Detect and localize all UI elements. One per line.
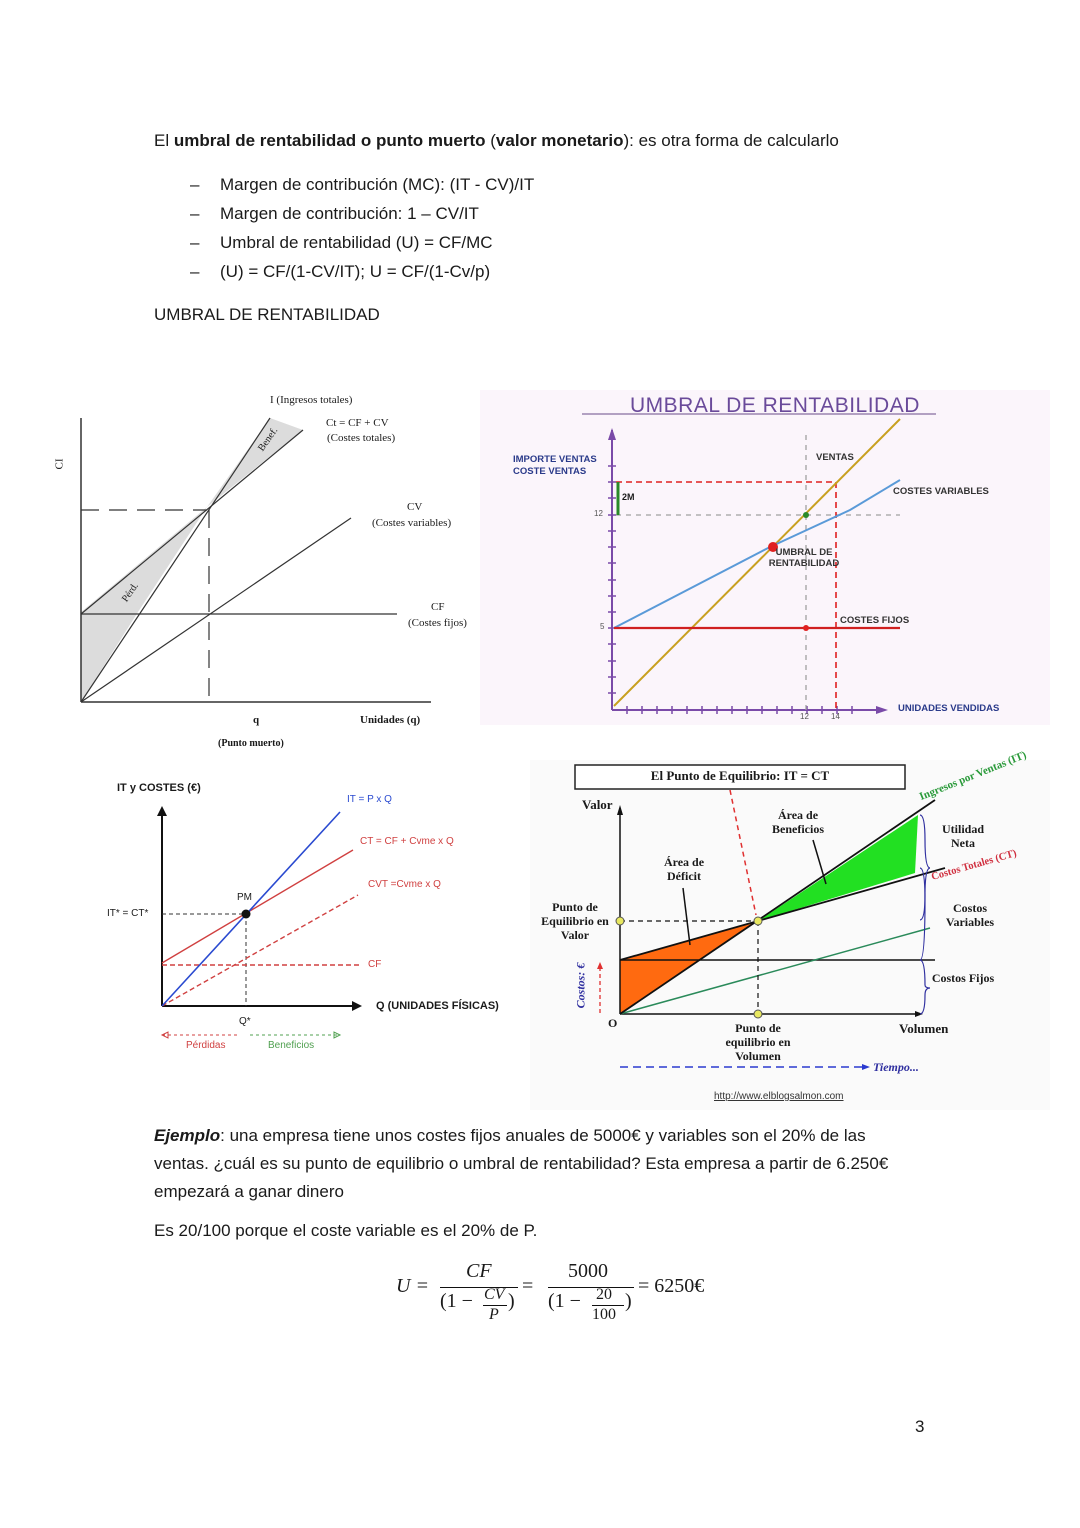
- ct-series-label: CT = CF + Cvme x Q: [360, 836, 454, 847]
- intro-bold-term: umbral de rentabilidad o punto muerto: [173, 131, 486, 150]
- annotation-2m: 2M: [622, 492, 635, 502]
- origin-label: O: [608, 1016, 618, 1030]
- deficit-area-label: Área de Déficit: [663, 855, 705, 883]
- x-axis-label: UNIDADES VENDIDAS: [898, 703, 1000, 714]
- figure-punto-equilibrio: El Punto de Equilibrio: IT = CT Valor In…: [530, 749, 1050, 1110]
- cv-desc: (Costes variables): [372, 517, 452, 529]
- profits-label: Beneficios: [268, 1040, 315, 1051]
- variable-costs-label: Costos Variables: [945, 901, 995, 929]
- y-axis-label: IT y COSTES (€): [117, 782, 201, 794]
- fraction-bar-2b: [592, 1305, 624, 1306]
- cf-series-label: CF: [368, 959, 382, 970]
- formula-result: = 6250€: [638, 1275, 705, 1297]
- total-cost-formula: Ct = CF + CV: [326, 417, 389, 429]
- intro-prefix: El: [154, 131, 174, 150]
- cf-label: CF: [431, 601, 445, 613]
- list-item-text: (U) = CF/(1-CV/IT); U = CF/(1-Cv/p): [220, 262, 491, 281]
- intro-mid: (: [485, 131, 496, 150]
- list-item-text: Margen de contribución (MC): (IT - CV)/I…: [220, 175, 535, 194]
- example-note: Es 20/100 porque el coste variable es el…: [154, 1221, 538, 1240]
- it-ct-label: IT* = CT*: [107, 908, 149, 919]
- pm-label: PM: [237, 892, 252, 903]
- cf-desc: (Costes fijos): [408, 617, 467, 629]
- net-profit-label: Utilidad Neta: [941, 822, 984, 850]
- costes-variables-label: COSTES VARIABLES: [893, 486, 989, 497]
- losses-label: Pérdidas: [186, 1040, 226, 1051]
- dash-bullet: –: [190, 262, 200, 281]
- dash-bullet: –: [190, 233, 200, 252]
- intro-bold-term-2: valor monetario: [495, 131, 624, 150]
- x-axis-label: Q (UNIDADES FÍSICAS): [376, 1000, 499, 1012]
- punto-muerto-label: (Punto muerto): [218, 738, 284, 749]
- formula-den2-b: ): [625, 1290, 632, 1312]
- eq-value-label: Punto de Equilibrio en Valor: [541, 900, 609, 942]
- formula-den1-a: (1 −: [440, 1290, 473, 1312]
- q-star-label: Q*: [239, 1016, 251, 1027]
- intro-paragraph: El umbral de rentabilidad o punto muerto…: [154, 130, 839, 152]
- figure-umbral-rentabilidad: UMBRAL DE RENTABILIDAD IMPORTE VENTAS CO…: [480, 390, 1050, 725]
- x-axis-label: Unidades (q): [360, 714, 421, 726]
- source-link[interactable]: http://www.elblogsalmon.com: [714, 1091, 844, 1102]
- formula-den1-den: P: [489, 1306, 499, 1323]
- formula-den2-num: 20: [596, 1286, 612, 1303]
- formula-eq: =: [522, 1275, 534, 1297]
- intro-suffix: ): es otra forma de calcularlo: [623, 131, 839, 150]
- formula-den2-den: 100: [592, 1306, 616, 1323]
- fixed-costs-label: Costos Fijos: [931, 971, 995, 985]
- time-label: Tiempo...: [873, 1060, 919, 1074]
- chart-title: El Punto de Equilibrio: IT = CT: [650, 768, 830, 783]
- it-series-label: IT = P x Q: [347, 794, 392, 805]
- dash-bullet: –: [190, 175, 200, 194]
- figure-pm-chart: IT y COSTES (€) IT = P x Q CT = CF + Cvm…: [100, 770, 520, 1060]
- fraction-bar-1b: [483, 1305, 507, 1306]
- ventas-label: VENTAS: [816, 452, 854, 463]
- benefits-area-label: Área de Beneficios: [772, 808, 824, 836]
- formula-num1: CF: [466, 1260, 492, 1282]
- fraction-bar-1: [440, 1287, 518, 1288]
- formula-lhs: U =: [396, 1275, 429, 1297]
- umbral-annotation: UMBRAL DE RENTABILIDAD: [768, 547, 840, 569]
- y-axis-label: Valor: [582, 797, 613, 812]
- cvt-series-label: CVT =Cvme x Q: [368, 879, 441, 890]
- x-tick-12: 12: [800, 712, 809, 721]
- formula-den1-num: CV: [484, 1286, 505, 1303]
- total-cost-label: (Costes totales): [327, 432, 396, 444]
- list-item-text: Margen de contribución: 1 – CV/IT: [220, 204, 479, 223]
- section-heading: UMBRAL DE RENTABILIDAD: [154, 305, 380, 324]
- formula-num2: 5000: [568, 1260, 608, 1282]
- q-label: q: [253, 714, 260, 726]
- formula-den1-b: ): [508, 1290, 515, 1312]
- x-tick-14: 14: [831, 712, 840, 721]
- formula: U = CF (1 − CV P ) = 5000 (1 − 20 100 ) …: [396, 1258, 726, 1338]
- example-line-1: : una empresa tiene unos costes fijos an…: [220, 1126, 866, 1145]
- chart-title: UMBRAL DE RENTABILIDAD: [630, 394, 920, 417]
- page-number: 3: [915, 1417, 925, 1436]
- fraction-bar-2: [548, 1287, 634, 1288]
- x-axis-label: Volumen: [899, 1021, 949, 1036]
- example-label: Ejemplo: [154, 1126, 221, 1145]
- y-axis-label: IMPORTE VENTAS COSTE VENTAS: [513, 454, 597, 477]
- eq-volume-label: Punto de equilibrio en Volumen: [725, 1021, 791, 1063]
- example-paragraph: Ejemplo: una empresa tiene unos costes f…: [154, 1122, 934, 1206]
- formula-den2-a: (1 −: [548, 1290, 581, 1312]
- income-label: I (Ingresos totales): [270, 394, 353, 406]
- cv-label: CV: [407, 501, 423, 513]
- costes-fijos-label: COSTES FIJOS: [840, 615, 910, 626]
- y-tick-12: 12: [594, 509, 603, 518]
- figure-break-even-classic: CI I (Ingresos totales) Ct = CF + CV (Co…: [50, 390, 480, 760]
- y-tick-5: 5: [600, 622, 605, 631]
- y-axis-label: CI: [53, 458, 66, 470]
- costs-axis-label: Costos: €: [573, 962, 588, 1009]
- example-line-2: ventas. ¿cuál es su punto de equilibrio …: [154, 1154, 889, 1173]
- example-line-3: empezará a ganar dinero: [154, 1182, 344, 1201]
- dash-bullet: –: [190, 204, 200, 223]
- list-item-text: Umbral de rentabilidad (U) = CF/MC: [220, 233, 493, 252]
